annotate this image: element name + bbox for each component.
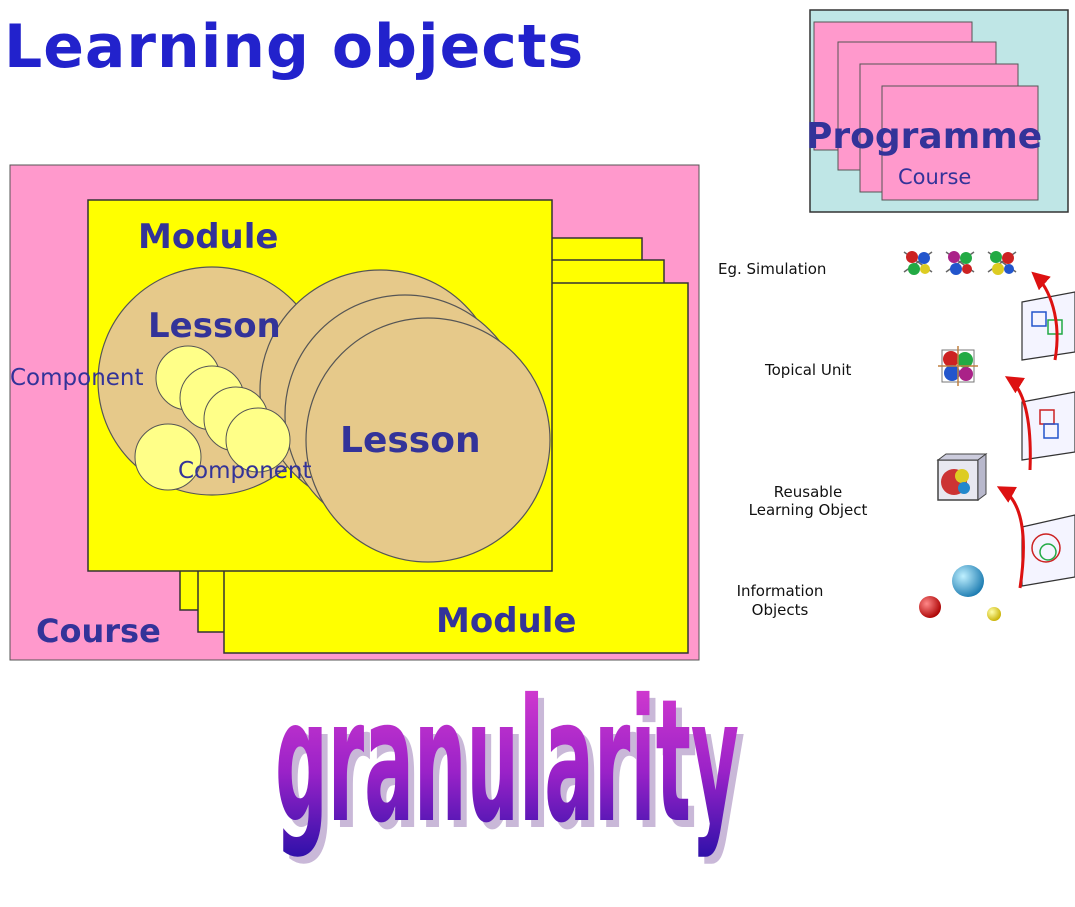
molecule-cube-icon xyxy=(938,346,978,386)
lesson-circle-right xyxy=(305,317,551,563)
component-label: Component xyxy=(178,458,312,484)
granularity-text: granularity xyxy=(275,663,739,861)
lesson-left-label: Lesson xyxy=(148,306,281,346)
programme-course-label: Course xyxy=(898,165,971,189)
hierarchy-label-information: Information xyxy=(737,582,824,600)
spheres-icon xyxy=(919,565,1001,621)
component-circle xyxy=(225,407,291,473)
hierarchy-label-learning-object: Learning Object xyxy=(749,501,868,519)
module-top-label: Module xyxy=(138,217,278,257)
lesson-right-label: Lesson xyxy=(340,420,481,461)
glass-cube-icon xyxy=(936,453,988,501)
module-bottom-label: Module xyxy=(436,601,576,641)
level-arrow xyxy=(1031,271,1059,361)
molecule-cluster-icon xyxy=(903,251,1017,275)
hierarchy-label-topical-unit: Topical Unit xyxy=(764,361,852,379)
granularity-shadow: granularity xyxy=(281,670,745,868)
programme-course-card xyxy=(881,85,1039,201)
layer-panel-icon xyxy=(1021,391,1075,461)
component-label: Component xyxy=(10,365,144,391)
hierarchy-label-reusable: Reusable xyxy=(774,483,842,501)
layer-panel-icon xyxy=(1021,291,1075,361)
page-title: Learning objects xyxy=(4,12,585,82)
hierarchy-label-objects: Objects xyxy=(752,601,809,619)
hierarchy-label-simulation: Eg. Simulation xyxy=(718,260,826,278)
course-label: Course xyxy=(36,612,161,650)
level-arrow xyxy=(1004,376,1032,471)
component-circle xyxy=(134,423,202,491)
granularity-wordart: granularity granularity xyxy=(275,663,745,868)
level-arrow xyxy=(996,486,1025,589)
layer-panel-icon xyxy=(1021,514,1075,587)
programme-label: Programme xyxy=(806,116,1042,157)
